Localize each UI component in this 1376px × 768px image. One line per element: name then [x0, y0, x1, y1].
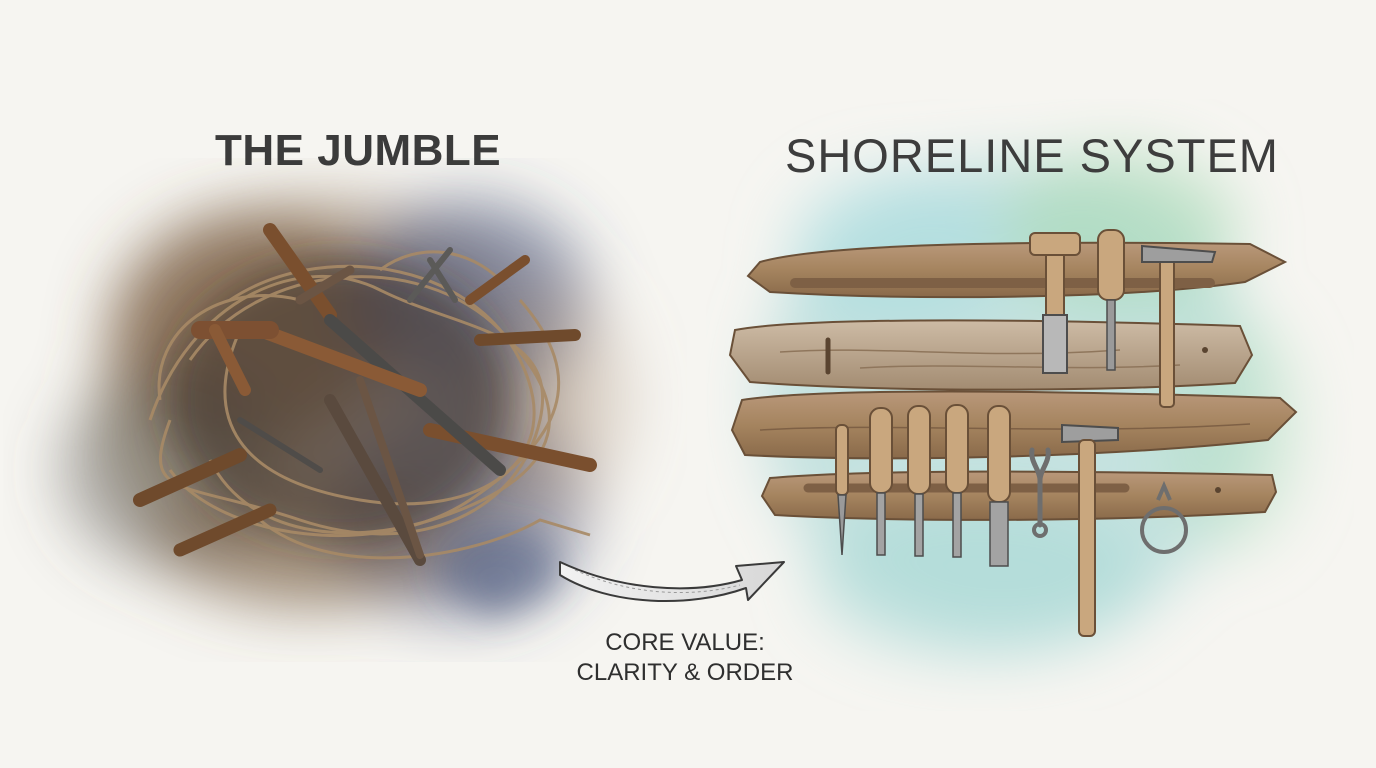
caption-line-2: CLARITY & ORDER	[576, 659, 794, 686]
caption-line-1: CORE VALUE:	[605, 629, 765, 656]
curved-arrow-icon	[559, 561, 785, 602]
tangled-tools-and-rope-icon	[133, 223, 597, 566]
jumble-title: THE JUMBLE	[215, 126, 502, 175]
organized-tool-rack-icon	[728, 229, 1298, 637]
shoreline-system-title: SHORELINE SYSTEM	[785, 129, 1279, 182]
jumble-watercolor-wash	[60, 200, 630, 620]
core-value-caption: CORE VALUE: CLARITY & ORDER	[560, 628, 810, 688]
